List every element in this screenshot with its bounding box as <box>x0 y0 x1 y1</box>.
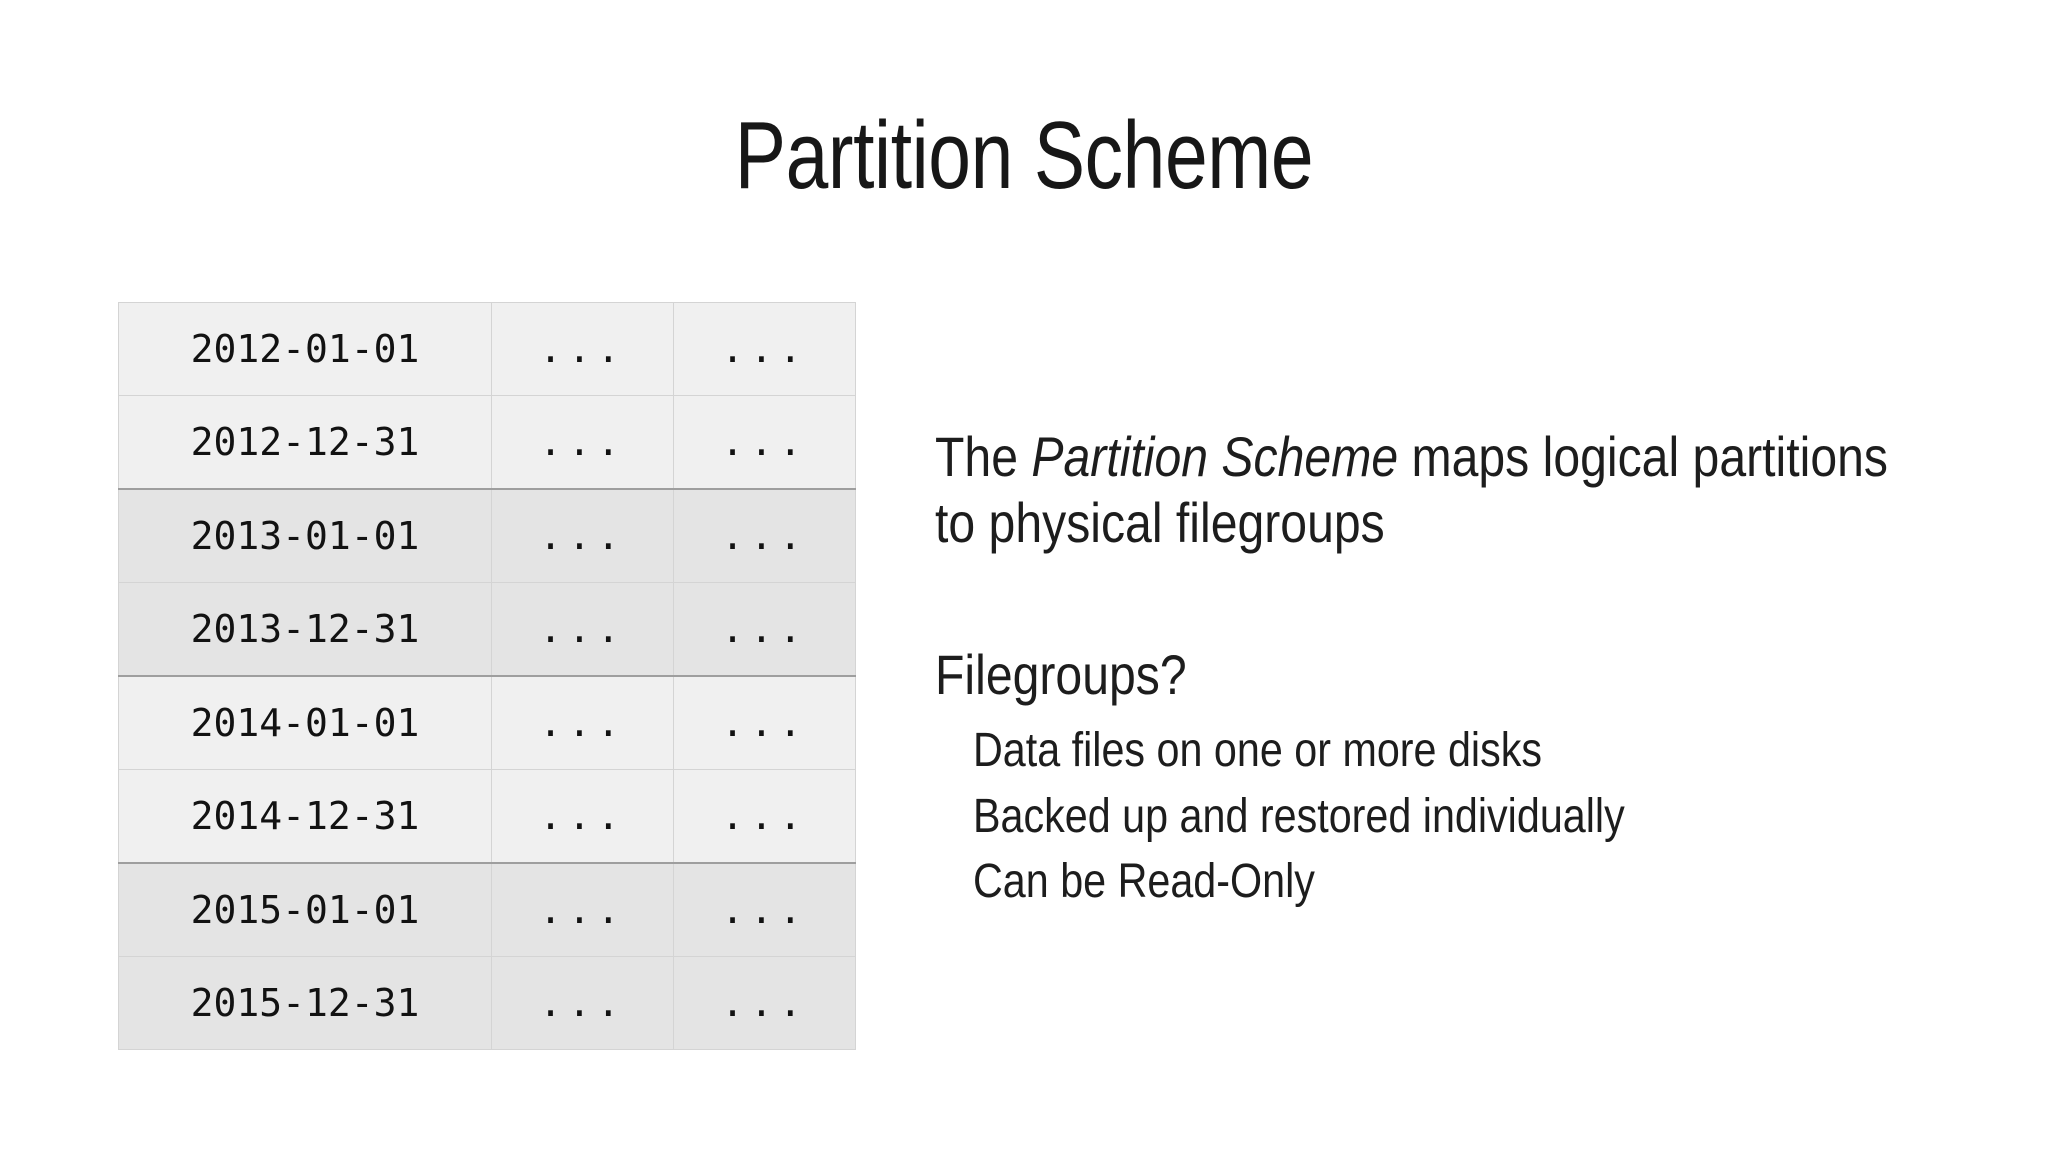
partition-boundary-table: 2012-01-01 ... ... 2012-12-31 ... ... 20… <box>118 302 856 1050</box>
cell-ellipsis-1: ... <box>491 769 674 864</box>
intro-paragraph: The Partition Scheme maps logical partit… <box>935 424 1941 556</box>
cell-ellipsis-1: ... <box>491 302 674 396</box>
cell-ellipsis-2: ... <box>673 488 856 583</box>
cell-ellipsis-1: ... <box>491 956 674 1050</box>
table-row: 2012-12-31 ... ... <box>118 395 856 490</box>
table-row: 2014-01-01 ... ... <box>118 675 856 770</box>
paragraph-tail: maps logical partitions to physical file… <box>935 425 1888 555</box>
cell-ellipsis-1: ... <box>491 488 674 583</box>
cell-boundary-date: 2014-01-01 <box>118 675 492 770</box>
table-body: 2012-01-01 ... ... 2012-12-31 ... ... 20… <box>118 302 856 1050</box>
list-item: Can be Read-Only <box>973 854 1315 908</box>
cell-boundary-date: 2012-01-01 <box>118 302 492 396</box>
cell-ellipsis-1: ... <box>491 582 674 677</box>
cell-ellipsis-2: ... <box>673 582 856 677</box>
cell-ellipsis-1: ... <box>491 675 674 770</box>
cell-boundary-date: 2012-12-31 <box>118 395 492 490</box>
table-row: 2013-01-01 ... ... <box>118 488 856 583</box>
body-text-column: The Partition Scheme maps logical partit… <box>935 368 1945 914</box>
paragraph-emphasis: Partition Scheme <box>1031 425 1399 488</box>
cell-boundary-date: 2013-01-01 <box>118 488 492 583</box>
list-item: Data files on one or more disks <box>973 724 1543 778</box>
table-row: 2014-12-31 ... ... <box>118 769 856 864</box>
cell-ellipsis-2: ... <box>673 862 856 957</box>
page-title: Partition Scheme <box>734 102 1314 209</box>
paragraph-lead: The <box>935 425 1032 488</box>
table-row: 2015-12-31 ... ... <box>118 956 856 1050</box>
cell-ellipsis-2: ... <box>673 769 856 864</box>
cell-ellipsis-2: ... <box>673 956 856 1050</box>
cell-ellipsis-1: ... <box>491 862 674 957</box>
cell-boundary-date: 2013-12-31 <box>118 582 492 677</box>
cell-ellipsis-2: ... <box>673 302 856 396</box>
cell-ellipsis-1: ... <box>491 395 674 490</box>
cell-ellipsis-2: ... <box>673 395 856 490</box>
filegroup-sub-list: Data files on one or more disks Backed u… <box>935 718 1945 914</box>
list-item: Backed up and restored individually <box>973 789 1625 843</box>
cell-boundary-date: 2015-12-31 <box>118 956 492 1050</box>
table-row: 2013-12-31 ... ... <box>118 582 856 677</box>
table-row: 2015-01-01 ... ... <box>118 862 856 957</box>
cell-boundary-date: 2015-01-01 <box>118 862 492 957</box>
cell-ellipsis-2: ... <box>673 675 856 770</box>
cell-boundary-date: 2014-12-31 <box>118 769 492 864</box>
table-row: 2012-01-01 ... ... <box>118 302 856 396</box>
section-heading-filegroups: Filegroups? <box>935 643 1187 707</box>
